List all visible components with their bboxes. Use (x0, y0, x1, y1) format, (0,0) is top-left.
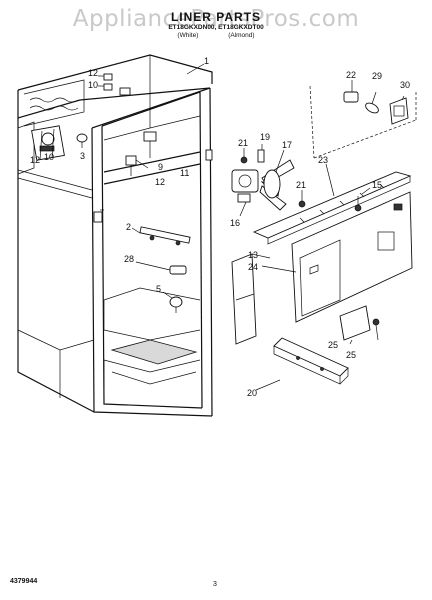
callout-labels: 1 2 3 5 9 10 10 11 12 12 12 13 15 16 17 … (30, 56, 410, 398)
variant-white: (White) (177, 32, 199, 39)
variant-almond: (Almond) (228, 32, 255, 39)
callout-15: 15 (372, 180, 382, 190)
ice-parts-group (309, 80, 417, 159)
callout-11: 11 (180, 168, 189, 178)
callout-12-top: 12 (88, 68, 98, 78)
evaporator-fan-assembly (231, 144, 306, 217)
callout-23: 23 (318, 155, 328, 165)
callout-20: 20 (247, 388, 257, 398)
callout-28: 28 (124, 254, 134, 264)
callout-17: 17 (282, 140, 292, 150)
callout-10-upper: 10 (88, 80, 98, 90)
evaporator-cover (252, 163, 413, 323)
freezer-control-group (17, 73, 157, 176)
bottom-trim-strip (255, 337, 349, 391)
callout-2: 2 (126, 222, 131, 232)
callout-19: 19 (260, 132, 270, 142)
callout-12-left: 12 (30, 155, 40, 165)
callout-10-lower: 10 (44, 152, 54, 162)
model-numbers: ET18GKXDN00, ET18GKXDT00 (168, 24, 264, 31)
callout-21-upper: 21 (238, 138, 248, 148)
page-number: 3 (213, 581, 217, 588)
callout-30: 30 (400, 80, 410, 90)
callout-29: 29 (372, 71, 382, 81)
callout-24: 24 (248, 262, 258, 272)
callout-5: 5 (156, 284, 161, 294)
callout-3: 3 (80, 151, 85, 161)
callout-13: 13 (248, 250, 258, 260)
callout-12-center: 12 (155, 177, 165, 187)
callout-1: 1 (204, 56, 209, 66)
watermark: AppliancePartsPros.com (72, 6, 360, 32)
air-duct-cover (231, 253, 271, 345)
diagram-title: LINER PARTS (170, 10, 262, 24)
liner-cabinet (17, 54, 213, 417)
callout-25-right: 25 (346, 350, 356, 360)
document-part-number: 4379944 (10, 578, 38, 585)
fresh-food-components (131, 226, 191, 313)
callout-16: 16 (230, 218, 240, 228)
callout-21-lower: 21 (296, 180, 306, 190)
callout-9: 9 (158, 162, 163, 172)
color-variants: (White) (Almond) (0, 32, 432, 39)
damper-parts (339, 305, 380, 345)
callout-22: 22 (346, 70, 356, 80)
callout-25-left: 25 (328, 340, 338, 350)
